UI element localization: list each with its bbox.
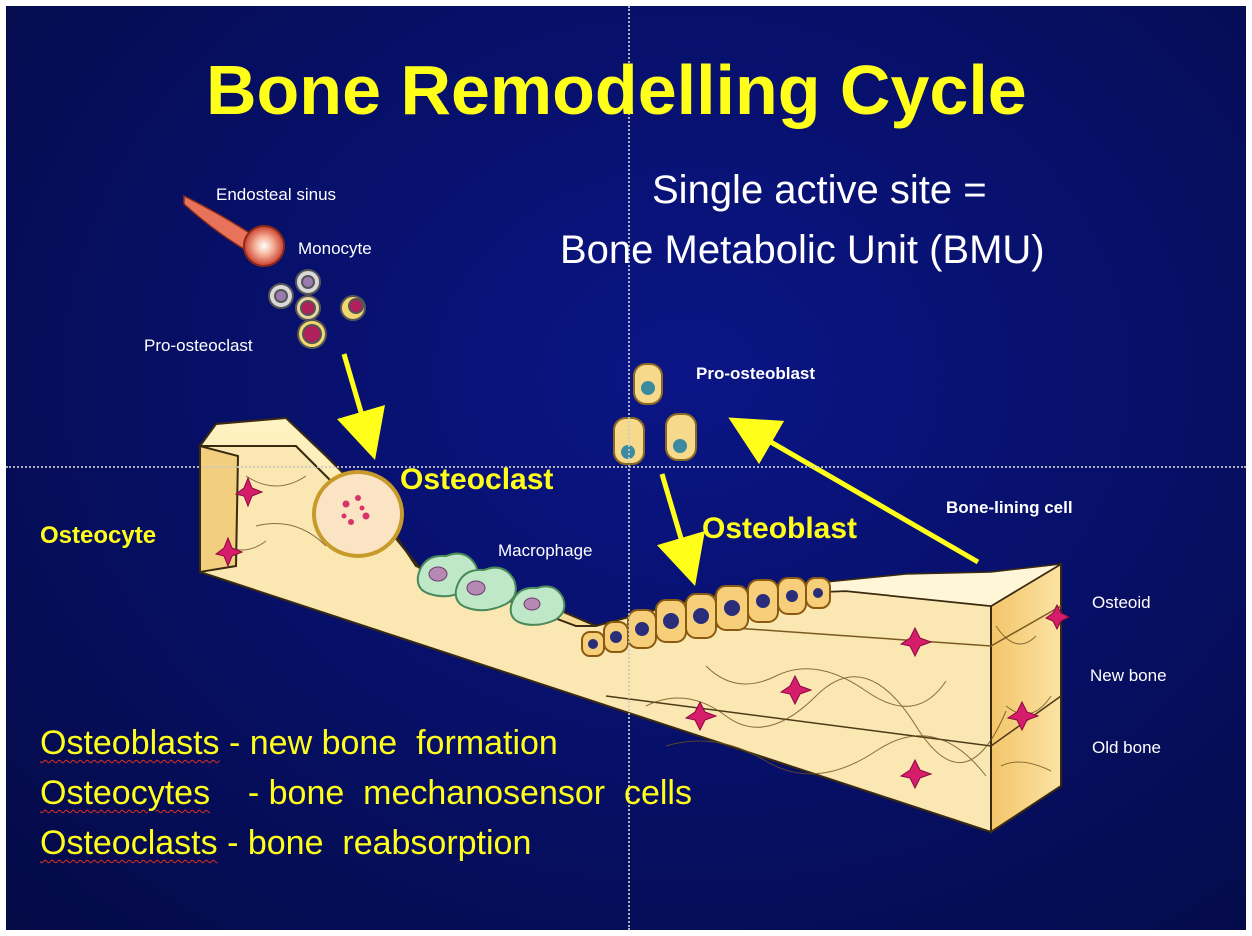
label-pro-osteoclast: Pro-osteoclast bbox=[144, 336, 253, 356]
arrow-to-osteoclast bbox=[344, 354, 368, 436]
summary-desc: - bone reabsorption bbox=[218, 824, 532, 862]
pro-osteoblast-cells bbox=[614, 364, 696, 464]
label-osteoid: Osteoid bbox=[1092, 593, 1151, 613]
label-osteocyte: Osteocyte bbox=[40, 522, 156, 550]
bone-right-end bbox=[991, 564, 1061, 832]
slide-title: Bone Remodelling Cycle bbox=[206, 50, 1027, 130]
summary-line-2: Osteocytes - bone mechanosensor cells bbox=[40, 774, 692, 813]
monocyte-cells bbox=[269, 270, 365, 348]
label-bone-lining-cell: Bone-lining cell bbox=[946, 498, 1073, 518]
summary-term: Osteocytes bbox=[40, 774, 210, 812]
summary-desc: - new bone formation bbox=[220, 724, 558, 762]
label-monocyte: Monocyte bbox=[298, 239, 372, 259]
label-macrophage: Macrophage bbox=[498, 541, 593, 561]
summary-term: Osteoclasts bbox=[40, 824, 218, 862]
label-new-bone: New bone bbox=[1090, 666, 1167, 686]
guide-horizontal bbox=[6, 466, 1246, 468]
label-osteoclast: Osteoclast bbox=[400, 463, 553, 497]
summary-line-3: Osteoclasts - bone reabsorption bbox=[40, 824, 531, 863]
subtitle-line1: Single active site = bbox=[652, 168, 987, 213]
label-osteoblast: Osteoblast bbox=[702, 512, 857, 546]
label-old-bone: Old bone bbox=[1092, 738, 1161, 758]
endosteal-sinus-vessel bbox=[184, 196, 284, 266]
osteoclast-cell bbox=[314, 472, 402, 556]
arrow-to-osteoblast bbox=[662, 474, 688, 562]
summary-desc: - bone mechanosensor cells bbox=[210, 774, 692, 812]
summary-line-1: Osteoblasts - new bone formation bbox=[40, 724, 558, 763]
label-pro-osteoblast: Pro-osteoblast bbox=[696, 364, 815, 384]
label-endosteal-sinus: Endosteal sinus bbox=[216, 185, 336, 205]
subtitle-line2: Bone Metabolic Unit (BMU) bbox=[560, 228, 1045, 273]
slide: Bone Remodelling Cycle Single active sit… bbox=[6, 6, 1246, 930]
summary-term: Osteoblasts bbox=[40, 724, 220, 762]
